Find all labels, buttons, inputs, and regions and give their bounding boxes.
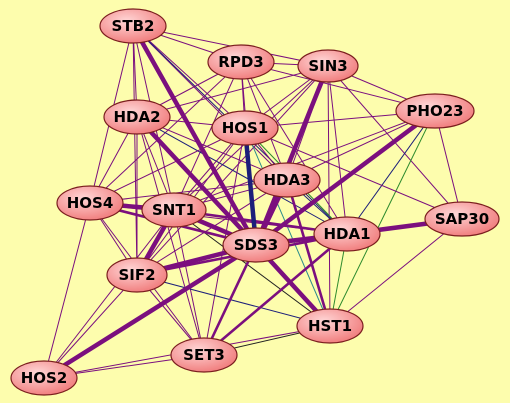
edge-sin3-hst1 <box>327 65 331 327</box>
node-ellipse <box>170 337 238 373</box>
node-ellipse <box>211 110 279 146</box>
edge-pho23-sap30 <box>434 110 463 220</box>
node-ellipse <box>253 162 321 198</box>
node-hos4[interactable]: HOS4 <box>56 185 124 221</box>
node-set3[interactable]: SET3 <box>170 337 238 373</box>
edge-hos2-sds3 <box>41 242 259 381</box>
edge-stb2-sds3 <box>130 23 259 248</box>
edge-sif2-hst1 <box>136 274 331 327</box>
edge-sif2-hos2 <box>43 274 138 379</box>
edge-pho23-hda1 <box>346 110 436 235</box>
node-hda1[interactable]: HDA1 <box>313 216 381 252</box>
edge-hda2-hda1 <box>136 116 348 235</box>
node-ellipse <box>222 227 290 263</box>
node-hst1[interactable]: HST1 <box>296 308 364 344</box>
edge-hos1-hos4 <box>89 127 246 204</box>
edge-sin3-hda2 <box>136 65 329 118</box>
edge-hos4-hos2 <box>43 202 91 379</box>
edge-snt1-hst1 <box>173 209 331 327</box>
node-ellipse <box>99 8 167 44</box>
edge-rpd3-snt1 <box>173 61 242 211</box>
edge-pho23-hst1 <box>329 110 436 327</box>
node-ellipse <box>297 49 359 83</box>
edge-pho23-sds3 <box>253 108 438 248</box>
node-hda3[interactable]: HDA3 <box>253 162 321 198</box>
node-ellipse <box>56 185 124 221</box>
node-ellipse <box>313 216 381 252</box>
node-snt1[interactable]: SNT1 <box>141 192 207 228</box>
node-rpd3[interactable]: RPD3 <box>207 44 275 80</box>
edge-hda3-hst1 <box>285 178 332 328</box>
edge-hda2-sds3 <box>134 114 259 248</box>
edge-snt1-hos2 <box>43 209 175 379</box>
node-sif2[interactable]: SIF2 <box>106 257 168 293</box>
node-ellipse <box>207 44 275 80</box>
node-ellipse <box>103 99 171 135</box>
edge-stb2-sif2 <box>132 25 138 276</box>
node-ellipse <box>10 360 78 396</box>
edge-sap30-hst1 <box>329 218 463 327</box>
edge-snt1-set3 <box>173 209 205 356</box>
edge-pho23-snt1 <box>173 110 436 211</box>
node-stb2[interactable]: STB2 <box>99 8 167 44</box>
edge-hos1-sds3 <box>242 125 259 248</box>
edge-hda2-set3 <box>136 116 205 356</box>
node-sap30[interactable]: SAP30 <box>424 201 500 237</box>
node-ellipse <box>395 93 475 129</box>
node-ellipse <box>296 308 364 344</box>
node-ellipse <box>141 192 207 228</box>
edge-set3-sds3 <box>202 243 258 357</box>
node-sin3[interactable]: SIN3 <box>297 49 359 83</box>
node-hos1[interactable]: HOS1 <box>211 110 279 146</box>
node-hda2[interactable]: HDA2 <box>103 99 171 135</box>
edge-stb2-hos1 <box>132 25 246 129</box>
node-ellipse <box>106 257 168 293</box>
node-hos2[interactable]: HOS2 <box>10 360 78 396</box>
node-sds3[interactable]: SDS3 <box>222 227 290 263</box>
edge-set3-hda1 <box>202 232 349 357</box>
node-pho23[interactable]: PHO23 <box>395 93 475 129</box>
edge-sin3-hda1 <box>327 65 348 235</box>
node-ellipse <box>424 201 500 237</box>
edge-stb2-hda3 <box>132 25 288 181</box>
